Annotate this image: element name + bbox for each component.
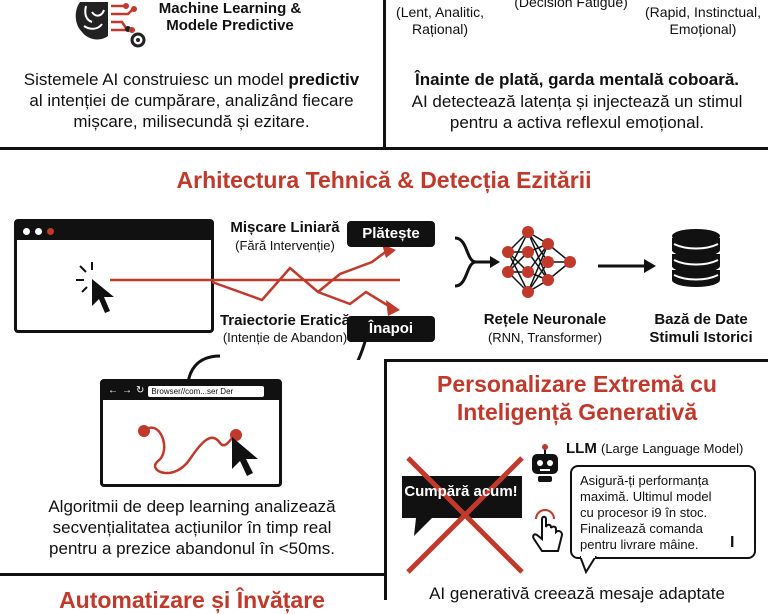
browser-dot [23,227,30,235]
back-nav-icon: ← [108,385,118,396]
linear-movement-label: Mișcare Liniară [230,219,340,236]
mental-guard-headline: Înainte de plată, garda mentală coboară. [414,70,740,89]
llm-label-main: LLM [566,440,597,457]
back-button[interactable]: Înapoi [347,316,435,342]
decision-fatigue-label: (Decision Fatigue) [514,0,628,10]
database-icon [672,229,720,287]
generative-title-line1: Personalizare Extremă cu [437,371,717,397]
pay-button[interactable]: Plătește [347,221,435,247]
crossed-buy-button[interactable]: Cumpără acum! [404,483,518,500]
neural-networks-label: Rețele Neuronale [483,311,607,328]
mental-guard-desc-line1: AI detectează latența și injectează un s… [411,92,743,111]
message-line5: pentru livrare mâine. [580,537,699,552]
linear-movement-sub: (Fără Intervenție) [235,238,335,253]
database-label-line1: Bază de Date [654,311,748,328]
ml-desc-bold: predictiv [288,70,360,89]
browser-dot [47,227,54,235]
refresh-icon: ↻ [136,385,145,396]
deep-learning-desc-line3: pentru a prezice abandonul în <50ms. [49,539,335,558]
browser-dot [35,227,42,235]
ml-title-line2: Modele Predictive [166,17,294,34]
automation-title: Automatizare și Învățare [59,587,325,613]
deep-learning-desc: Algoritmii de deep learning analizează s… [0,496,384,559]
llm-label-sub: (Large Language Model) [601,441,744,456]
deep-learning-desc-line2: secvențialitatea acțiunilor în timp real [52,518,332,537]
crossed-bubble-graphic [402,456,524,574]
browser-window [14,219,214,333]
message-line1: Asigură-ți performanța [580,473,709,488]
deep-learning-desc-line1: Algoritmii de deep learning analizează [48,497,336,516]
divider-right-mid [384,359,768,362]
ml-desc-line2: al intenției de cumpărare, analizând fie… [29,91,354,110]
message-line4: Finalizează comanda [580,521,703,536]
ml-description: Sistemele AI construiesc un model predic… [0,69,383,132]
ml-desc-line3: mișcare, milisecundă și ezitare. [73,112,310,131]
system1-label-line2: Emoțional) [669,21,737,37]
ml-title-line1: Machine Learning & [158,0,302,17]
address-bar[interactable]: Browser//com...ser Der [148,385,265,397]
ml-desc-pre: Sistemele AI construiesc un model [23,70,289,89]
database-label-line2: Stimuli Istorici [649,329,753,346]
message-line3: cu procesor i9 în stoc. [580,505,708,520]
llm-label: LLM (Large Language Model) [566,440,743,458]
system2-label-line2: Rațional) [411,21,469,37]
forward-nav-icon: → [122,385,132,396]
system2-label-line1: (Lent, Analitic, [396,4,484,20]
robot-icon [532,444,558,482]
deep-learning-browser: ← → ↻ Browser//com...ser Der [100,379,282,487]
divider-bottom-left [0,573,386,576]
browser-titlebar [17,222,211,240]
mental-guard-desc-line2: pentru a activa reflexul emoțional. [449,113,705,132]
divider-top-vertical [383,0,386,147]
divider-right-vertical [384,359,387,600]
text-cursor-icon: I [730,534,735,551]
personalized-message-bubble: Asigură-ți performanța maximă. Ultimul m… [570,465,756,559]
neural-network-icon [502,226,576,298]
cursor-icon [76,262,114,313]
trajectory-diagram [76,226,720,360]
generative-title-line2: Inteligență Generativă [456,399,698,425]
hand-pointer-icon [532,509,564,552]
divider-top-horizontal [0,147,768,150]
neural-networks-sub: (RNN, Transformer) [487,330,603,345]
erratic-trajectory-label: Traiectorie Eratică [219,312,351,329]
brain-circuit-icon [75,2,146,48]
bubble-tail [580,556,597,575]
deep-learning-browser-titlebar: ← → ↻ Browser//com...ser Der [103,382,279,400]
generative-footer: AI generativă creează mesaje adaptate [429,584,725,603]
architecture-title: Arhitectura Tehnică & Detecția Ezitării [176,167,592,193]
system1-label-line1: (Rapid, Instinctual, [645,4,761,20]
mouse-path-chart [138,425,258,476]
erratic-trajectory-sub: (Intenție de Abandon) [222,330,348,345]
message-line2: maximă. Ultimul model [580,489,712,504]
